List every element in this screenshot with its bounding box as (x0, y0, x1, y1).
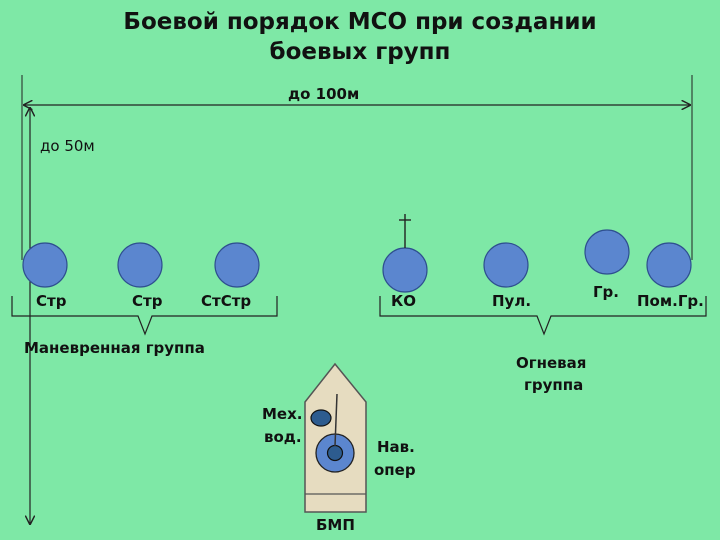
soldier-label-7: Пом.Гр. (637, 292, 704, 310)
soldier-label-6: Гр. (593, 283, 619, 301)
driver-label-line1: Мех. (262, 405, 302, 423)
driver-label-line2: вод. (264, 428, 302, 446)
width-label: до 100м (288, 85, 359, 103)
soldier-circle-6 (585, 230, 629, 274)
soldier-circle-4 (383, 248, 427, 292)
soldier-label-2: Стр (132, 292, 162, 310)
driver-hatch (311, 410, 331, 426)
soldier-label-1: Стр (36, 292, 66, 310)
bmp-label: БМП (316, 516, 355, 534)
fire-group-label-line2: группа (524, 376, 583, 394)
soldier-label-5: Пул. (492, 292, 531, 310)
turret-hatch (328, 446, 343, 461)
maneuver-group-label: Маневренная группа (24, 339, 205, 357)
gunner-label-line1: Нав. (377, 438, 415, 456)
soldier-circle-7 (647, 243, 691, 287)
fire-group-label-line1: Огневая (516, 354, 586, 372)
soldier-circle-1 (23, 243, 67, 287)
gunner-label-line2: опер (374, 461, 416, 479)
soldier-circle-3 (215, 243, 259, 287)
soldier-circle-5 (484, 243, 528, 287)
depth-label: до 50м (40, 137, 95, 155)
soldier-circle-2 (118, 243, 162, 287)
commander-cross-icon (399, 214, 411, 248)
soldier-label-3: СтСтр (201, 292, 251, 310)
soldier-label-4: КО (391, 292, 416, 310)
bmp-vehicle (305, 364, 366, 512)
